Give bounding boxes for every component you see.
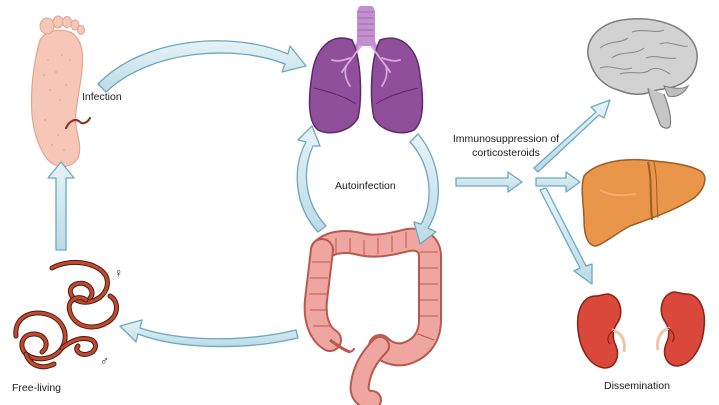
kidneys-illustration [576, 291, 706, 369]
female-symbol: ♀ [114, 266, 123, 280]
arrow-to-brain [533, 99, 611, 173]
arrow-to-dissemination [455, 171, 523, 193]
liver-illustration [581, 158, 706, 247]
arrow-to-liver [535, 171, 581, 193]
foot-illustration [30, 15, 92, 168]
label-immunosuppression: Immunosuppression of corticosteroids [440, 133, 572, 159]
lungs-illustration [308, 6, 424, 134]
arrow-intestine-to-lungs [296, 125, 327, 233]
arrows [47, 40, 611, 348]
arrow-intestine-to-worms [119, 319, 299, 348]
label-autoinfection: Autoinfection [335, 180, 396, 192]
male-symbol: ♂ [100, 354, 109, 368]
arrow-worms-to-foot [47, 161, 75, 251]
label-infection: Infection [82, 91, 122, 103]
brain-illustration [587, 18, 698, 129]
label-immunosuppression-line1: Immunosuppression of [452, 133, 560, 145]
label-dissemination: Dissemination [604, 380, 670, 392]
arrow-to-kidneys [539, 187, 593, 285]
arrow-foot-to-lungs [97, 40, 307, 93]
label-immunosuppression-line2: corticosteroids [472, 147, 540, 159]
worms-illustration [13, 260, 119, 370]
label-free-living: Free-living [12, 382, 62, 394]
arrow-lungs-to-intestine [409, 133, 439, 245]
intestine-illustration [303, 227, 442, 405]
